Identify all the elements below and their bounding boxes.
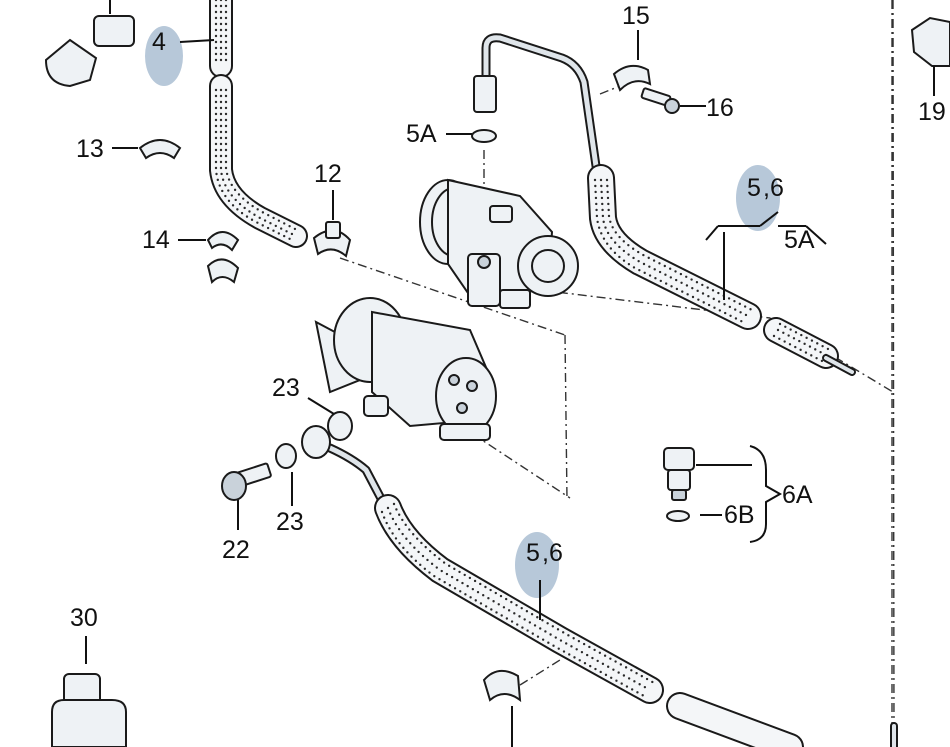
label-6b: 6B [724,501,755,529]
label-5a-top: 5A [406,120,437,148]
power-steering-pump [314,297,497,441]
label-13: 13 [76,135,104,163]
bracket-15 [612,64,652,92]
pipe-upper [481,33,603,185]
label-19: 19 [918,98,946,126]
banjo-fitting-lower [221,411,353,501]
pump-cover [419,178,579,309]
label-5-top: 5 [747,174,761,202]
clip-top-left [44,0,135,88]
clip-14 [206,231,240,284]
label-23-bottom: 23 [276,508,304,536]
label-6-top: ,6 [763,174,784,202]
fitting-top [471,75,497,143]
clip-19 [910,16,950,67]
label-23-top: 23 [272,374,300,402]
label-16: 16 [706,94,734,122]
bolt-16 [640,87,680,114]
label-6-bottom: ,6 [542,539,563,567]
hose-5-6-top [587,164,856,376]
label-5-bottom: 5 [526,539,540,567]
clamp-bottom [482,669,522,703]
label-15: 15 [622,2,650,30]
label-22: 22 [222,536,250,564]
highlight-oval-5-6-bottom [515,532,559,598]
label-14: 14 [142,226,170,254]
label-12: 12 [314,160,342,188]
highlight-oval-4 [145,26,183,86]
label-5a-right: 5A [784,226,815,254]
leader-lines [85,30,935,747]
highlight-oval-5-6-top [736,165,780,231]
hose-5-6-bottom [325,443,804,747]
label-6a: 6A [782,481,813,509]
clip-13 [138,139,182,160]
clamp-12 [312,221,352,258]
sensor-6a [663,447,695,522]
label-4: 4 [152,28,166,56]
label-30: 30 [70,604,98,632]
fluid-bottle-30 [51,673,127,747]
hose-4 [209,0,308,248]
callout-labels: 4 13 14 12 15 16 19 5A 5 ,6 5A 23 23 22 … [70,2,946,632]
